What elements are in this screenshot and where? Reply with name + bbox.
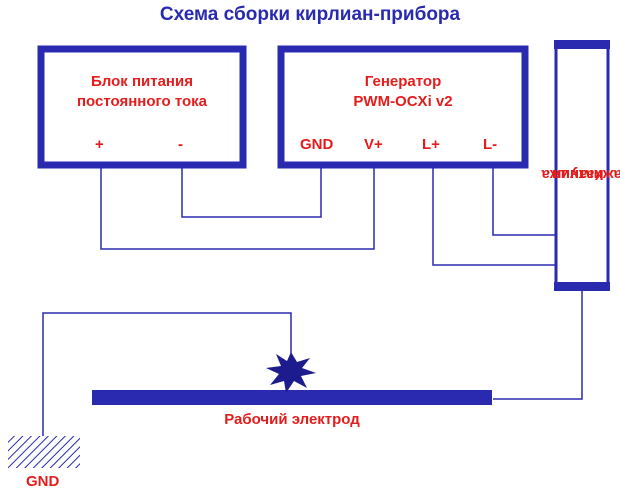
wire-minus-to-gnd — [181, 168, 322, 218]
ignition-coil-bottom-cap — [554, 282, 610, 291]
wire-lminus-to-coil — [492, 168, 556, 236]
generator-label-line2: PWM-OCXi v2 — [353, 93, 453, 110]
power-supply-label-line1: Блок питания — [91, 73, 193, 90]
terminal-lminus: L- — [483, 136, 498, 153]
wire-coil-to-electrode — [493, 291, 583, 400]
terminal-minus: - — [178, 136, 183, 153]
working-electrode — [92, 390, 492, 405]
wire-ground-to-spark — [42, 312, 292, 436]
terminal-vplus: V+ — [364, 136, 383, 153]
ignition-coil-top-cap — [554, 40, 610, 49]
spark-icon — [266, 352, 316, 393]
terminal-lplus: L+ — [422, 136, 440, 153]
power-supply-label-line2: постоянного тока — [76, 93, 208, 110]
ground-label: GND — [26, 473, 60, 490]
terminal-plus: + — [95, 136, 104, 153]
generator-label-line1: Генератор — [364, 73, 442, 90]
ground-symbol — [8, 436, 80, 468]
ignition-coil-label: Катушка зажигания — [542, 68, 620, 280]
electrode-label: Рабочий электрод — [224, 411, 360, 428]
power-supply-label: Блок питания постоянного тока — [44, 72, 240, 112]
wire-plus-to-vplus — [100, 168, 375, 250]
power-supply-box — [37, 45, 247, 169]
page-title: Схема сборки кирлиан-прибора — [159, 4, 461, 25]
ignition-coil-label-line2: зажигания — [552, 166, 620, 183]
generator-box — [277, 45, 529, 169]
generator-label: Генератор PWM-OCXi v2 — [284, 72, 522, 112]
terminal-gnd: GND — [300, 136, 334, 153]
wire-lplus-to-coil — [432, 168, 556, 266]
